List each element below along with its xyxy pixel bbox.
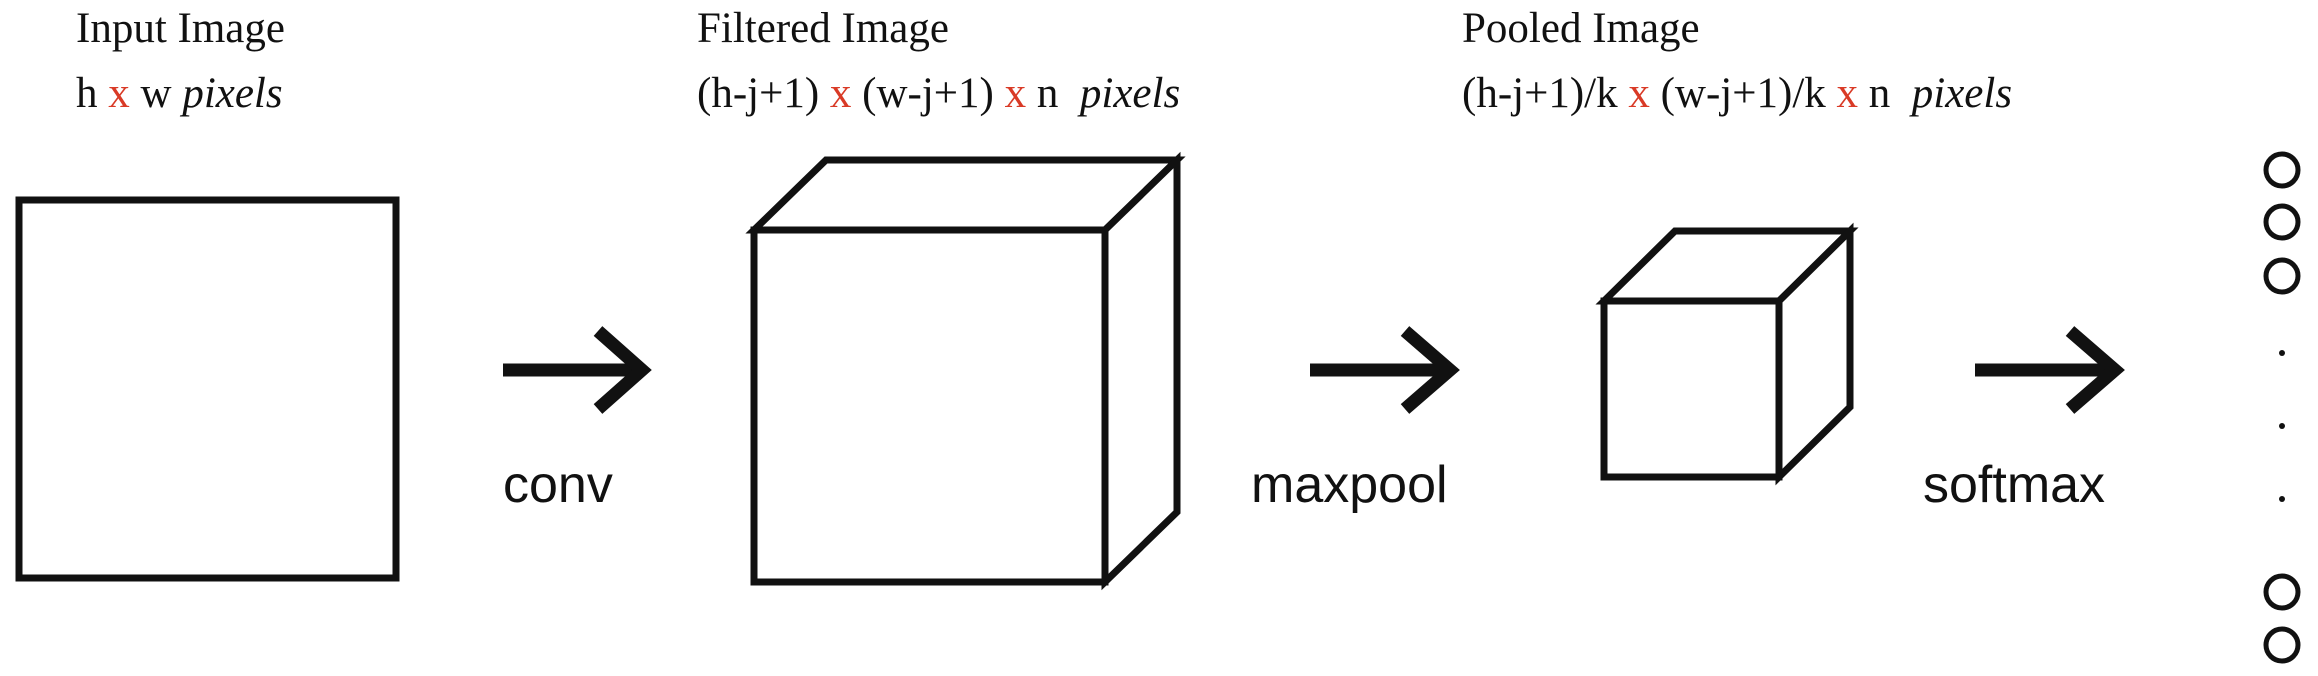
output-node-top-2 [2263, 203, 2301, 241]
softmax-arrow [1975, 326, 2125, 414]
input-image-dimensions-part-0: h [76, 70, 108, 117]
output-node-top-3 [2263, 257, 2301, 295]
output-node-top-1 [2263, 151, 2301, 189]
output-nodes [2263, 151, 2301, 664]
filtered-image-dimensions-part-0: (h-j+1) [697, 70, 830, 117]
output-ellipsis-dot-2 [2279, 423, 2285, 429]
filtered-image-stage: Filtered Image (h-j+1) x (w-j+1) x n pix… [697, 5, 1186, 591]
pooled-image-dimensions: (h-j+1)/k x (w-j+1)/k x n pixels [1462, 70, 2012, 117]
input-image-dimensions-part-3: pixels [179, 70, 282, 117]
conv-label: conv [503, 456, 613, 514]
pooled-image-dimensions-part-3: x [1837, 70, 1859, 117]
output-ellipsis-dot-1 [2279, 350, 2285, 356]
pooled-image-dimensions-part-1: x [1628, 70, 1650, 117]
input-image-square [15, 196, 400, 582]
maxpool-arrow [1310, 326, 1460, 414]
conv-arrow [503, 326, 652, 414]
pooled-image-dimensions-part-5: pixels [1909, 70, 2012, 117]
filtered-image-dimensions-part-1: x [830, 70, 852, 117]
softmax-label: softmax [1923, 456, 2105, 514]
input-image-dimensions-part-1: x [108, 70, 130, 117]
input-image-dimensions-part-2: w [130, 70, 183, 117]
output-node-bottom-1 [2263, 573, 2301, 611]
input-image-title: Input Image [76, 5, 285, 52]
maxpool-label: maxpool [1251, 456, 1448, 514]
filtered-image-cube [745, 151, 1186, 591]
filtered-image-dimensions: (h-j+1) x (w-j+1) x n pixels [697, 70, 1180, 117]
filtered-image-dimensions-part-3: x [1005, 70, 1027, 117]
pooled-image-dimensions-part-0: (h-j+1)/k [1462, 70, 1628, 117]
filtered-image-dimensions-part-5: pixels [1077, 70, 1180, 117]
pooled-image-dimensions-part-2: (w-j+1)/k [1650, 70, 1837, 117]
output-ellipsis-dot-3 [2279, 496, 2285, 502]
pooled-image-cube [1595, 222, 1859, 486]
filtered-image-dimensions-part-4: n [1026, 70, 1080, 117]
input-image-dimensions: h x w pixels [76, 70, 283, 117]
filtered-image-dimensions-part-2: (w-j+1) [851, 70, 1004, 117]
pooled-image-title: Pooled Image [1462, 5, 1700, 52]
filtered-image-title: Filtered Image [697, 5, 949, 52]
output-node-bottom-2 [2263, 626, 2301, 664]
pooled-image-dimensions-part-4: n [1858, 70, 1912, 117]
input-image-stage: Input Image h x w pixels [15, 5, 400, 582]
pooled-image-stage: Pooled Image (h-j+1)/k x (w-j+1)/k x n p… [1462, 5, 2012, 486]
